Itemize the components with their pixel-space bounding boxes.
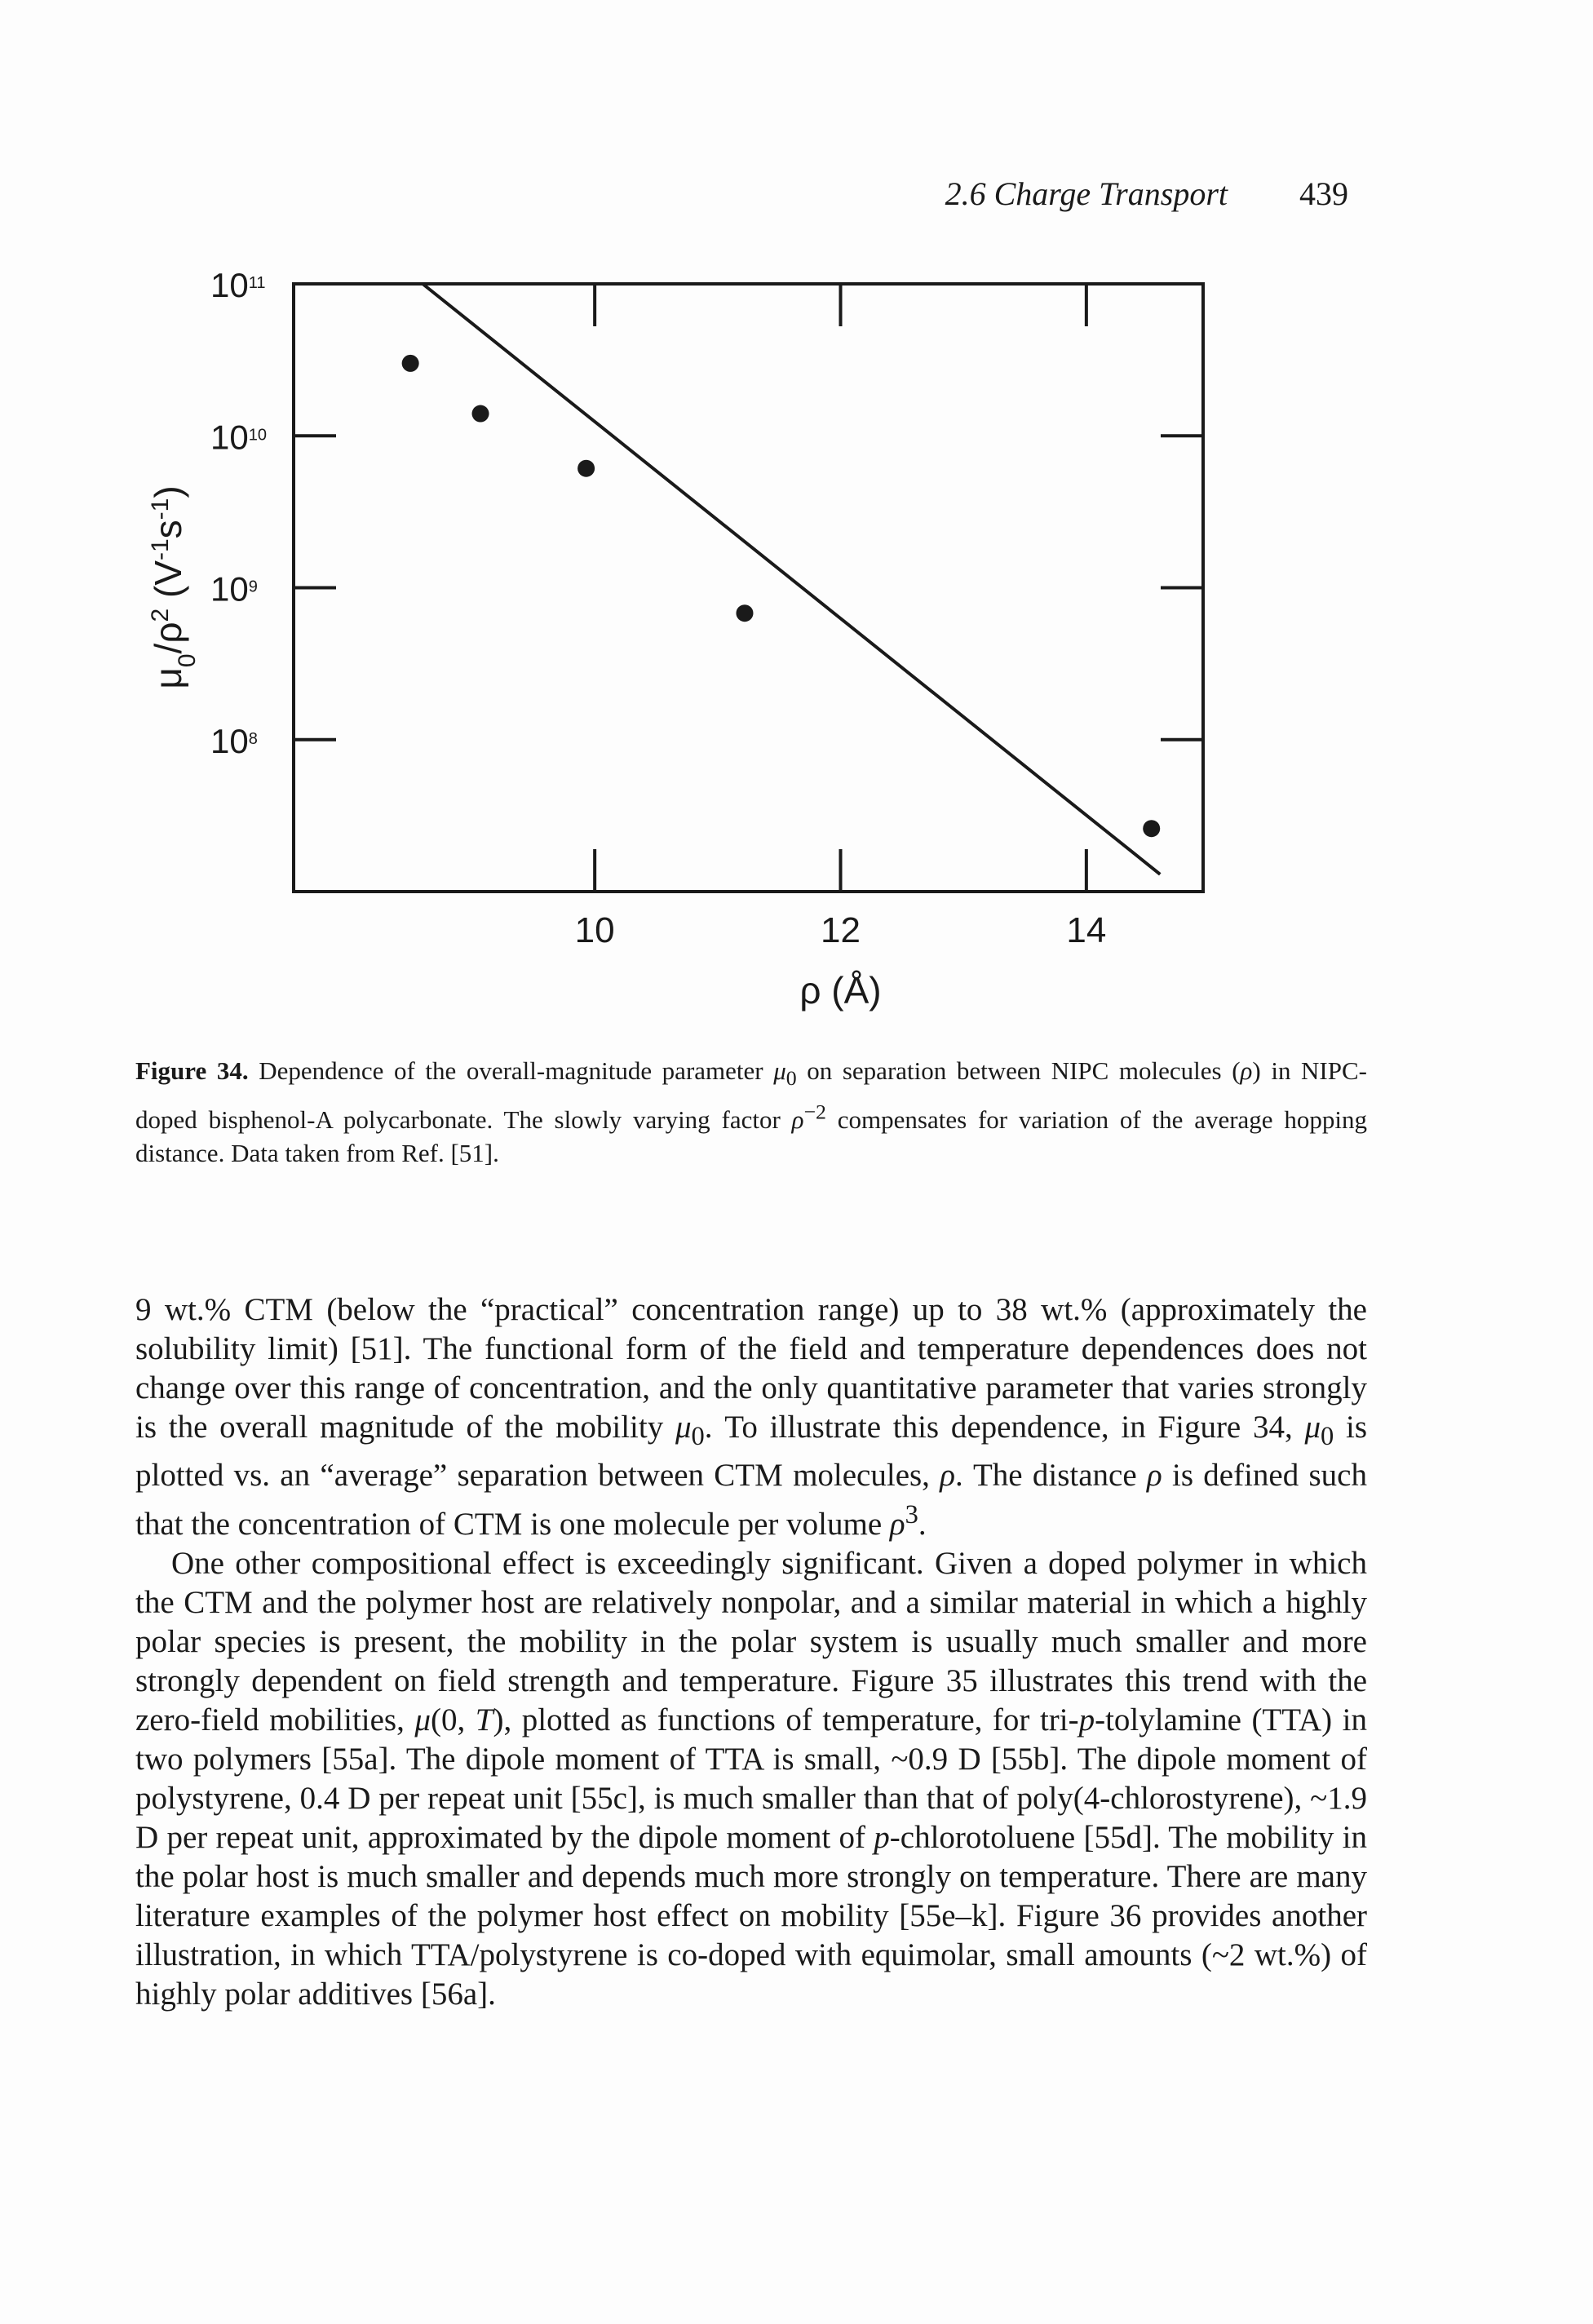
figure-caption-label: Figure 34.	[135, 1056, 249, 1085]
x-tick-label: 14	[1066, 910, 1106, 950]
data-point	[577, 459, 595, 477]
y-tick-label: 109	[210, 570, 258, 609]
running-header: 2.6 Charge Transport 439	[945, 171, 1348, 217]
figure-34: 10 12 14 108 109 1010 1011 ρ (Å) μ0/ρ2 (V-1s-1)	[0, 0, 1593, 1052]
data-point	[401, 354, 419, 372]
x-tick-label: 12	[821, 910, 861, 950]
data-point	[471, 405, 489, 423]
data-point	[736, 604, 754, 622]
y-tick-label: 1010	[210, 418, 267, 456]
body-text: 9 wt.% CTM (below the “practical” concen…	[135, 1290, 1367, 2014]
data-point	[1143, 820, 1161, 838]
figure-caption: Figure 34. Dependence of the overall-mag…	[135, 1054, 1367, 1170]
fit-line	[421, 282, 1162, 876]
body-paragraph-2: One other compositional effect is exceed…	[135, 1545, 1367, 2012]
y-axis-label: μ0/ρ2 (V-1s-1)	[147, 485, 201, 688]
body-paragraph-1: 9 wt.% CTM (below the “practical” concen…	[135, 1292, 1368, 1542]
x-axis-label: ρ (Å)	[799, 969, 881, 1011]
figure-caption-text: Dependence of the overall-magnitude para…	[135, 1056, 1367, 1167]
chart: 10 12 14 108 109 1010 1011 ρ (Å) μ0/ρ2 (V-1s-1)	[147, 266, 1205, 1011]
y-tick-label: 1011	[210, 266, 265, 304]
plot-area: 10 12 14 108 109 1010 1011 ρ (Å) μ0/ρ2 (V-1s-1)	[147, 266, 1205, 1011]
running-header-title: 2.6 Charge Transport	[945, 175, 1228, 212]
y-tick-label: 108	[210, 722, 258, 760]
x-tick-label: 10	[575, 910, 615, 950]
page-number: 439	[1299, 175, 1348, 212]
